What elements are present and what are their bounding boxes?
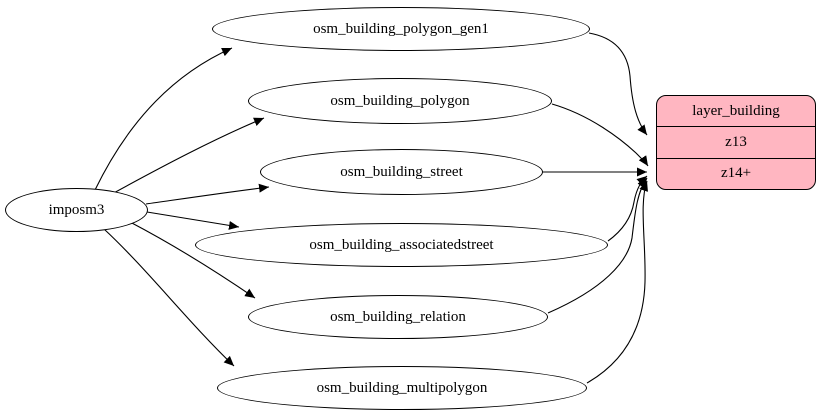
edge-imposm3-to-polygon — [109, 117, 265, 196]
node-osm-building-polygon: osm_building_polygon — [248, 78, 552, 124]
edge-polygon-to-z14 — [551, 103, 649, 167]
node-osm-building-associatedstreet: osm_building_associatedstreet — [195, 223, 608, 267]
node-imposm3-label: imposm3 — [48, 201, 105, 218]
layer-building-row-z14plus: z14+ — [657, 157, 815, 189]
node-osm-building-relation: osm_building_relation — [248, 295, 548, 339]
edge-imposm3-to-polygon-gen1 — [94, 47, 233, 191]
node-imposm3: imposm3 — [5, 188, 148, 232]
edge-multipolygon-to-z14 — [586, 180, 648, 384]
edge-imposm3-to-street — [145, 183, 270, 205]
layer-building-row-z13: z13 — [657, 126, 815, 157]
node-osm-building-associatedstreet-label: osm_building_associatedstreet — [309, 236, 494, 253]
edge-polygon-gen1-to-z13 — [588, 32, 648, 136]
node-osm-building-street-label: osm_building_street — [340, 163, 463, 180]
node-osm-building-multipolygon-label: osm_building_multipolygon — [316, 379, 488, 396]
node-osm-building-relation-label: osm_building_relation — [330, 308, 466, 325]
edge-associatedstreet-to-z14 — [607, 175, 648, 242]
node-layer-building: layer_building z13 z14+ — [656, 95, 816, 190]
node-osm-building-street: osm_building_street — [260, 149, 543, 195]
edge-imposm3-to-associatedstreet — [146, 211, 240, 230]
node-osm-building-polygon-label: osm_building_polygon — [330, 92, 470, 109]
node-osm-building-polygon-gen1: osm_building_polygon_gen1 — [212, 7, 590, 51]
edge-relation-to-z14 — [547, 177, 648, 314]
node-osm-building-polygon-gen1-label: osm_building_polygon_gen1 — [313, 20, 489, 37]
edge-imposm3-to-relation — [129, 221, 256, 299]
edge-imposm3-to-multipolygon — [103, 228, 235, 367]
layer-building-title: layer_building — [692, 102, 780, 119]
node-osm-building-multipolygon: osm_building_multipolygon — [217, 366, 587, 410]
